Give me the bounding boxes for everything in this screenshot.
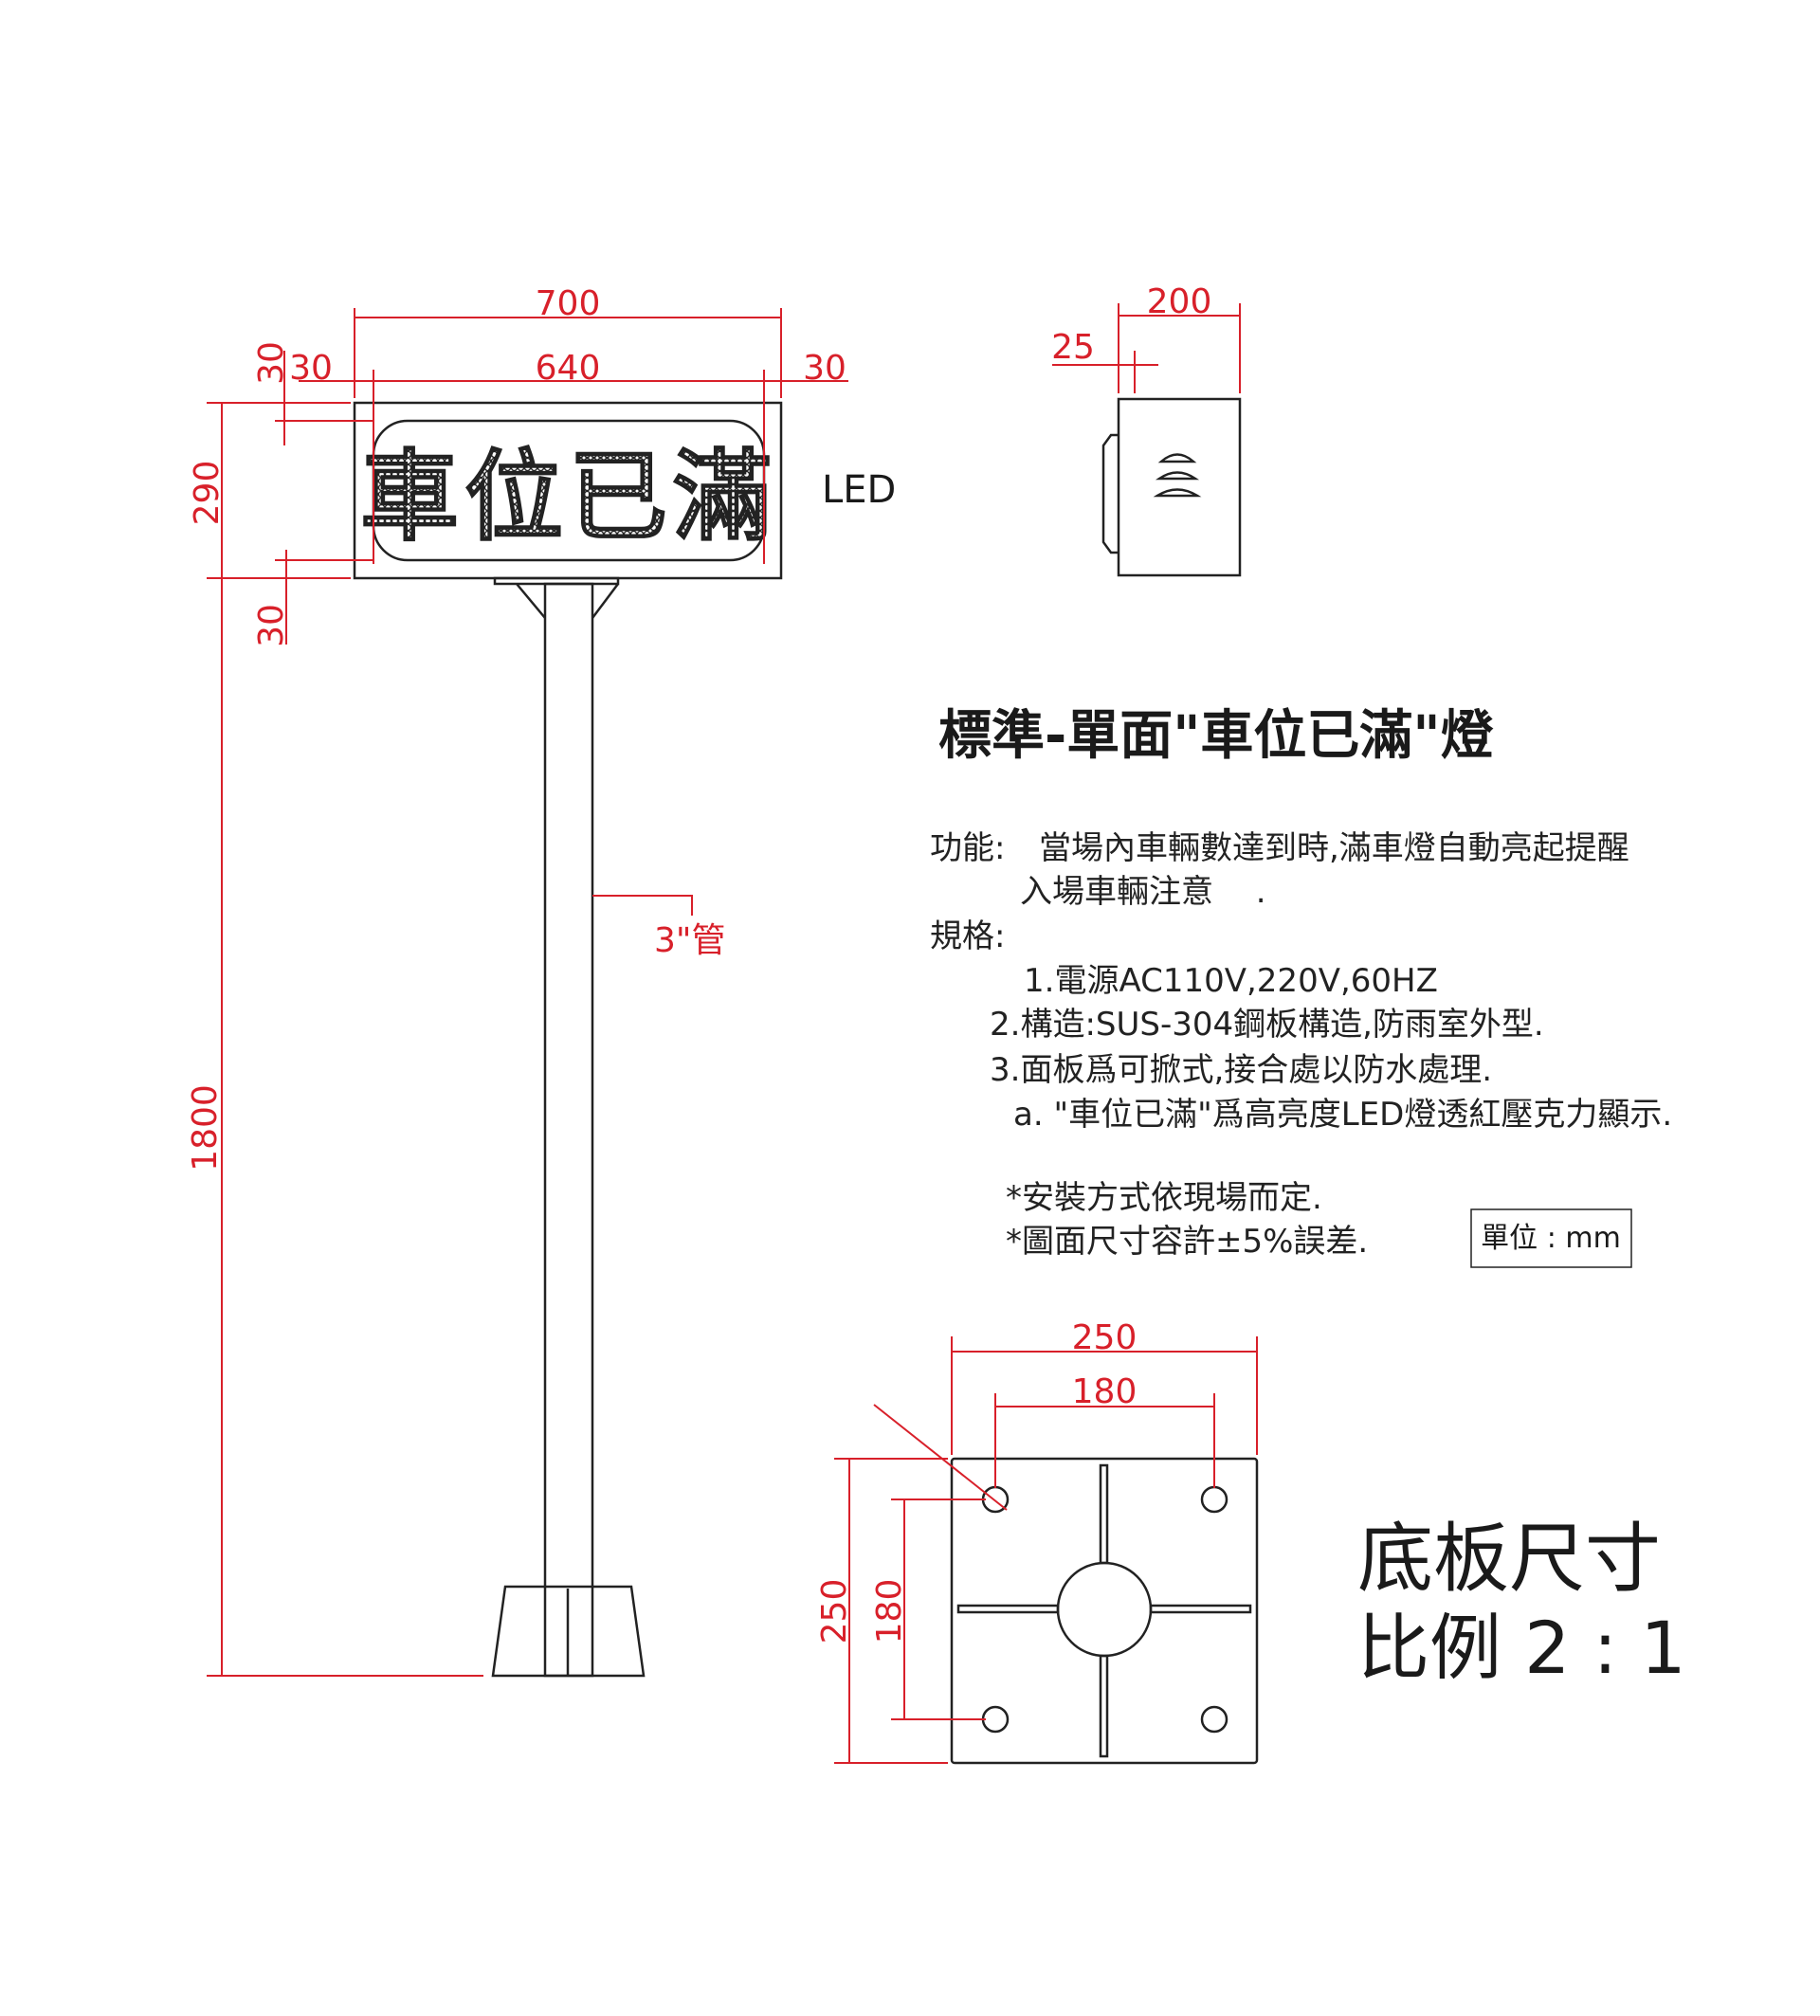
bolt-hole [1200, 1705, 1228, 1734]
note: *安裝方式依現場而定. [1006, 1179, 1322, 1217]
dim-base-180-x: 180 [1072, 1372, 1138, 1411]
sign-front-view: 車位已滿 LED 3"管 [353, 401, 896, 1678]
dim-200: 200 [1147, 282, 1212, 321]
pole [543, 582, 594, 1678]
dim-base-180-y: 180 [870, 1579, 909, 1644]
vent-icon [1153, 453, 1202, 498]
page-title: 標準-單面"車位已滿"燈 [938, 705, 1494, 767]
bolt-hole [981, 1705, 1010, 1734]
bolt-hole [1200, 1485, 1228, 1514]
function-label: 功能: [930, 829, 1005, 867]
dim-290: 290 [188, 461, 227, 526]
spec-label: 規格: [930, 917, 1005, 955]
pole-bracket [493, 576, 620, 619]
pipe-leader [592, 895, 693, 916]
dim-top-30: 30 [252, 341, 291, 385]
unit-label: 單位 : mm [1481, 1222, 1621, 1255]
spec-item: 2.構造:SUS-304鋼板構造,防雨室外型. [990, 1006, 1544, 1044]
function-line-2: 入場車輛注意 . [1020, 873, 1266, 911]
led-label: LED [822, 468, 896, 512]
dim-700: 700 [536, 284, 601, 323]
dim-left-30: 30 [289, 349, 333, 388]
dim-25: 25 [1051, 328, 1095, 367]
spec-item: a. "車位已滿"爲高亮度LED燈透紅壓克力顯示. [1013, 1096, 1672, 1134]
pole-base [491, 1585, 646, 1678]
base-plate-label: 底板尺寸 [1357, 1515, 1661, 1603]
dim-base-250-y: 250 [815, 1579, 854, 1644]
front-dimensions: 700 640 30 30 30 290 30 1800 [186, 284, 848, 1677]
base-plate-view: 250 180 250 180 底板尺寸 比例 2 : 1 [815, 1318, 1686, 1765]
spec-item: 1.電源AC110V,220V,60HZ [1024, 962, 1438, 1000]
unit-box [1470, 1208, 1632, 1268]
note: *圖面尺寸容許±5%誤差. [1006, 1223, 1368, 1261]
function-line-1: 當場內車輛數達到時,滿車燈自動亮起提醒 [1039, 829, 1629, 867]
dim-base-250-x: 250 [1072, 1318, 1138, 1357]
dim-bottom-30: 30 [252, 604, 291, 647]
spec-item: 3.面板爲可掀式,接合處以防水處理. [990, 1051, 1492, 1089]
dim-1800: 1800 [186, 1084, 225, 1171]
pipe-label: 3"管 [654, 921, 725, 960]
scale-label: 比例 2 : 1 [1357, 1606, 1686, 1690]
dim-right-30: 30 [803, 349, 846, 388]
sign-side-view: 200 25 [1051, 282, 1242, 577]
spec-text: 功能: 當場內車輛數達到時,滿車燈自動亮起提醒 入場車輛注意 . 規格: 1.電… [930, 829, 1672, 1268]
dim-640: 640 [536, 349, 601, 388]
led-display-text: 車位已滿 [360, 439, 777, 554]
